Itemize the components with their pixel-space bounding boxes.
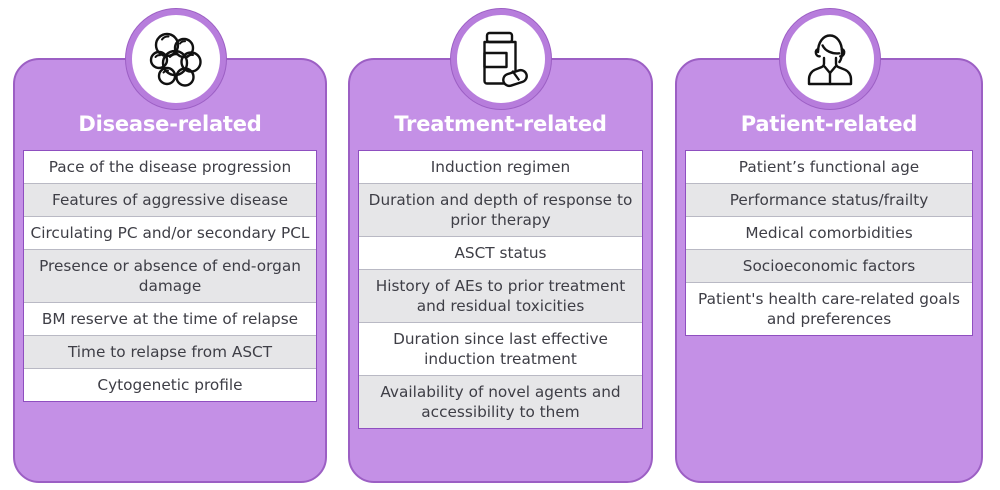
list-item: Cytogenetic profile	[24, 369, 316, 401]
patient-person-icon	[799, 28, 861, 90]
list-item: Medical comorbidities	[686, 217, 972, 250]
list-item: Performance status/frailty	[686, 184, 972, 217]
card-title-patient-related: Patient-related	[740, 112, 918, 136]
factor-list-treatment-related: Induction regimen Duration and depth of …	[358, 150, 643, 429]
cell-cluster-icon	[143, 26, 209, 92]
card-disease-related: Disease-related Pace of the disease prog…	[13, 58, 327, 483]
list-item: Patient's health care-related goals and …	[686, 283, 972, 335]
list-item: Features of aggressive disease	[24, 184, 316, 217]
card-patient-related: Patient-related Patient’s functional age…	[675, 58, 983, 483]
list-item: Time to relapse from ASCT	[24, 336, 316, 369]
badge-patient-related	[780, 9, 880, 109]
list-item: Patient’s functional age	[686, 151, 972, 184]
list-item: Socioeconomic factors	[686, 250, 972, 283]
list-item: History of AEs to prior treatment and re…	[359, 270, 642, 323]
list-item: Presence or absence of end-organ damage	[24, 250, 316, 303]
list-item: BM reserve at the time of relapse	[24, 303, 316, 336]
pill-bottle-icon	[470, 28, 532, 90]
badge-treatment-related	[451, 9, 551, 109]
list-item: Duration since last effective induction …	[359, 323, 642, 376]
list-item: Duration and depth of response to prior …	[359, 184, 642, 237]
factor-list-disease-related: Pace of the disease progression Features…	[23, 150, 317, 402]
list-item: ASCT status	[359, 237, 642, 270]
card-treatment-related: Treatment-related Induction regimen Dura…	[348, 58, 653, 483]
list-item: Circulating PC and/or secondary PCL	[24, 217, 316, 250]
card-title-treatment-related: Treatment-related	[394, 112, 607, 136]
card-title-disease-related: Disease-related	[78, 112, 262, 136]
list-item: Pace of the disease progression	[24, 151, 316, 184]
list-item: Induction regimen	[359, 151, 642, 184]
badge-disease-related	[126, 9, 226, 109]
factor-list-patient-related: Patient’s functional age Performance sta…	[685, 150, 973, 336]
list-item: Availability of novel agents and accessi…	[359, 376, 642, 428]
